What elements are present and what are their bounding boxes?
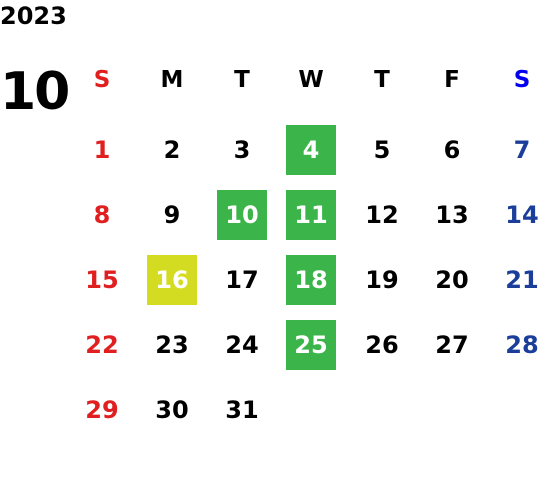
- weekday-header: T: [374, 67, 390, 93]
- day-cell-9[interactable]: 9: [163, 201, 181, 229]
- day-cell-17[interactable]: 17: [225, 266, 259, 294]
- day-cell-4[interactable]: 4: [286, 125, 336, 175]
- day-cell-11[interactable]: 11: [286, 190, 336, 240]
- day-cell-6[interactable]: 6: [443, 136, 461, 164]
- day-cell-19[interactable]: 19: [365, 266, 399, 294]
- weekday-header: M: [160, 67, 184, 93]
- year-label: 2023: [0, 2, 67, 30]
- month-label: 10: [0, 62, 70, 122]
- day-cell-7[interactable]: 7: [513, 136, 531, 164]
- weekday-header: S: [93, 67, 111, 93]
- day-cell-21[interactable]: 21: [505, 266, 539, 294]
- day-cell-14[interactable]: 14: [505, 201, 539, 229]
- day-cell-1[interactable]: 1: [93, 136, 111, 164]
- day-cell-24[interactable]: 24: [225, 331, 259, 359]
- day-cell-16[interactable]: 16: [147, 255, 197, 305]
- day-cell-3[interactable]: 3: [233, 136, 251, 164]
- day-cell-8[interactable]: 8: [93, 201, 111, 229]
- weekday-header: S: [513, 67, 531, 93]
- day-cell-15[interactable]: 15: [85, 266, 119, 294]
- day-cell-12[interactable]: 12: [365, 201, 399, 229]
- weekday-header: T: [234, 67, 250, 93]
- day-cell-31[interactable]: 31: [225, 396, 259, 424]
- day-cell-20[interactable]: 20: [435, 266, 469, 294]
- day-cell-18[interactable]: 18: [286, 255, 336, 305]
- day-cell-10[interactable]: 10: [217, 190, 267, 240]
- day-cell-5[interactable]: 5: [373, 136, 391, 164]
- day-cell-22[interactable]: 22: [85, 331, 119, 359]
- day-cell-28[interactable]: 28: [505, 331, 539, 359]
- day-cell-23[interactable]: 23: [155, 331, 189, 359]
- day-cell-30[interactable]: 30: [155, 396, 189, 424]
- day-cell-2[interactable]: 2: [163, 136, 181, 164]
- day-cell-13[interactable]: 13: [435, 201, 469, 229]
- weekday-header: W: [298, 67, 324, 93]
- day-cell-26[interactable]: 26: [365, 331, 399, 359]
- day-cell-27[interactable]: 27: [435, 331, 469, 359]
- day-cell-25[interactable]: 25: [286, 320, 336, 370]
- weekday-header: F: [444, 67, 460, 93]
- day-cell-29[interactable]: 29: [85, 396, 119, 424]
